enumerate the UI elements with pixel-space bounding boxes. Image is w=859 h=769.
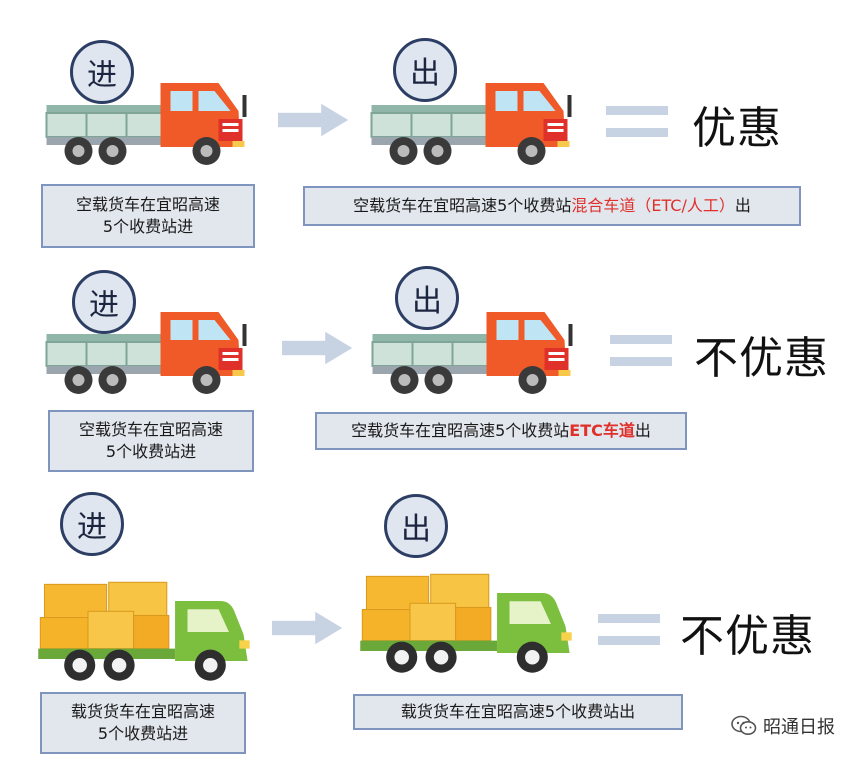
highlight-lane: ETC车道 [569, 421, 635, 440]
result-text-1: 优惠 [692, 103, 782, 154]
arrow-right-icon [278, 102, 350, 138]
highlight-lane: 混合车道（ETC/人工） [571, 196, 735, 215]
out-label-circle-1: 出 [393, 38, 457, 102]
equals-sign [598, 614, 660, 658]
entry-condition-box-2: 空载货车在宜昭高速 5个收费站进 [48, 410, 254, 472]
in-label-circle-1: 进 [70, 40, 134, 104]
entry-condition-box-3: 载货货车在宜昭高速 5个收费站进 [40, 692, 246, 754]
entry-condition-box-1: 空载货车在宜昭高速 5个收费站进 [41, 184, 255, 248]
empty-truck-icon [40, 294, 255, 404]
empty-truck-icon [366, 294, 581, 404]
arrow-right-icon [282, 330, 354, 366]
equals-sign [606, 106, 668, 150]
exit-condition-box-3: 载货货车在宜昭高速5个收费站出 [353, 694, 683, 730]
arrow-right-icon [272, 610, 344, 646]
exit-condition-box-1: 空载货车在宜昭高速5个收费站混合车道（ETC/人工）出 [303, 186, 801, 226]
result-text-3: 不优惠 [680, 611, 815, 662]
loaded-truck-icon [358, 566, 576, 680]
out-label-circle-2: 出 [395, 266, 459, 330]
exit-condition-box-2: 空载货车在宜昭高速5个收费站ETC车道出 [315, 412, 687, 450]
empty-truck-icon [40, 65, 255, 175]
equals-sign [610, 335, 672, 379]
in-label-circle-2: 进 [72, 270, 136, 334]
result-text-2: 不优惠 [694, 333, 829, 384]
watermark-text: 昭通日报 [763, 717, 835, 738]
empty-truck-icon [365, 65, 580, 175]
watermark: 昭通日报 [731, 713, 835, 739]
loaded-truck-icon [36, 574, 254, 688]
wechat-icon [731, 715, 757, 735]
out-label-circle-3: 出 [384, 494, 448, 558]
in-label-circle-3: 进 [60, 492, 124, 556]
